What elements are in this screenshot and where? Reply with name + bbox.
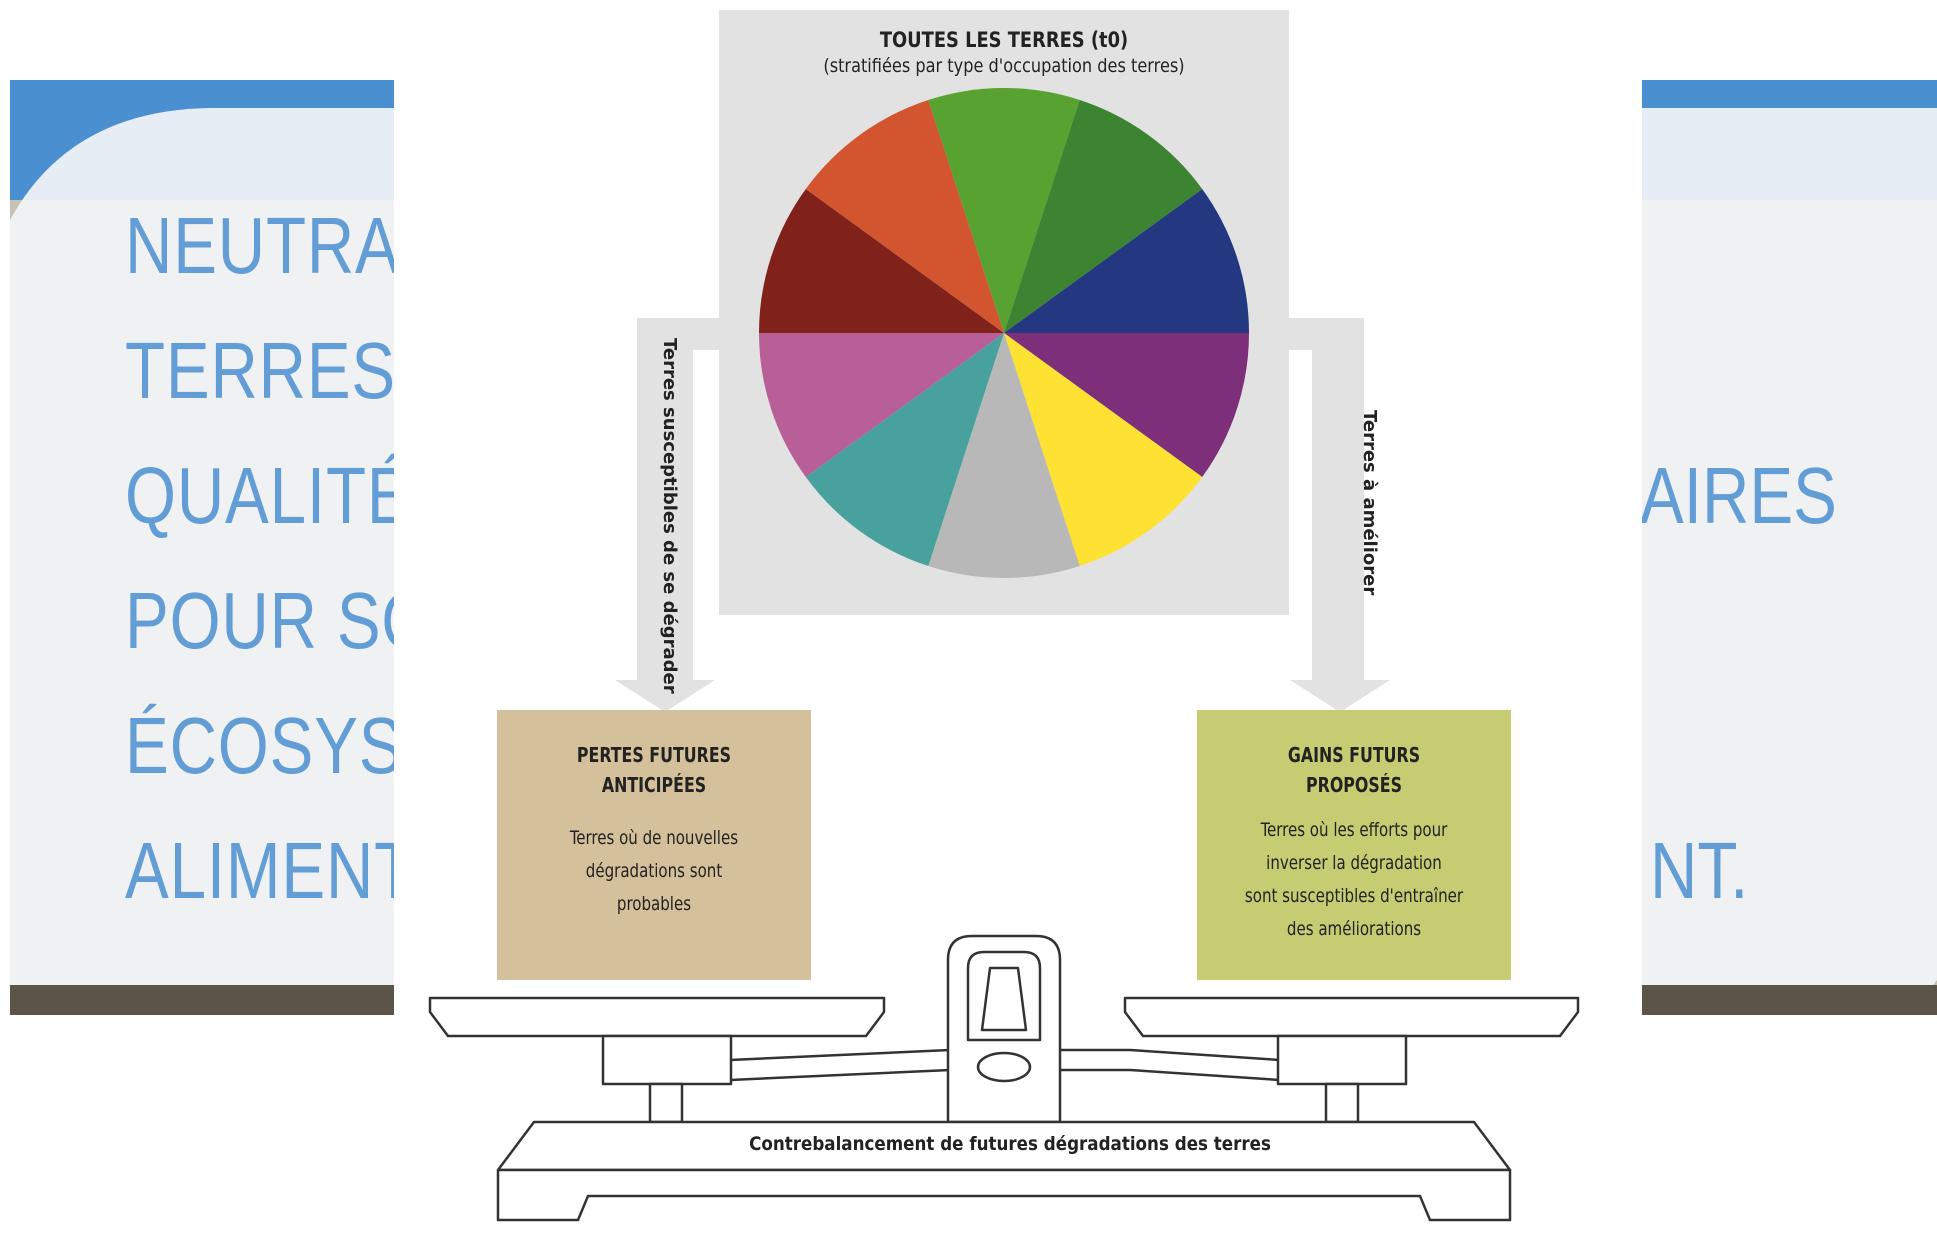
left-arrow xyxy=(615,318,719,712)
right-box-body-1: Terres où les efforts pour xyxy=(1260,819,1448,841)
bg-title-line-1: NEUTRAL xyxy=(125,201,437,290)
pie-slice-6 xyxy=(758,333,1004,478)
right-box-bg xyxy=(1197,710,1511,980)
bg-right-fragment-2: NT. xyxy=(1650,826,1749,915)
pie-slice-10 xyxy=(1004,99,1203,333)
pie-slice-7 xyxy=(758,188,1004,333)
bg-right-fragment-1: AIRES xyxy=(1640,451,1837,540)
pie-slice-2 xyxy=(1004,333,1249,478)
pie-slice-5 xyxy=(805,333,1004,567)
bg-title-line-6: ALIMENT xyxy=(125,826,416,915)
balance-label: Contrebalancement de futures dégradation… xyxy=(749,1133,1271,1155)
left-box-title-1: PERTES FUTURES xyxy=(576,743,732,767)
right-arrow xyxy=(1289,318,1390,712)
right-box: GAINS FUTURS PROPOSÉS Terres où les effo… xyxy=(1197,740,1511,946)
top-box-subtitle: (stratifiées par type d'occupation des t… xyxy=(823,55,1185,77)
left-box-title-2: ANTICIPÉES xyxy=(601,773,707,797)
right-box-title-1: GAINS FUTURS xyxy=(1287,743,1421,767)
left-arrow-label: Terres susceptibles de se dégrader xyxy=(659,338,680,694)
right-box-title-2: PROPOSÉS xyxy=(1306,773,1402,797)
bg-title-line-4: POUR SO xyxy=(125,576,434,665)
pie-slice-8 xyxy=(805,99,1004,333)
land-cover-pie xyxy=(758,88,1249,578)
bg-title-line-3: QUALITÉ xyxy=(125,451,412,540)
bg-title-line-5: ÉCOSYST xyxy=(125,701,445,790)
left-box-bg xyxy=(497,710,811,980)
pie-slice-3 xyxy=(1004,333,1203,567)
right-box-body-4: des améliorations xyxy=(1286,918,1422,940)
bg-title-line-2: TERRES : xyxy=(125,326,435,415)
pie-slice-9 xyxy=(928,88,1080,333)
right-box-body-3: sont susceptibles d'entraîner xyxy=(1244,885,1464,907)
pie-slice-1 xyxy=(1004,188,1249,333)
pie-slice-4 xyxy=(928,333,1080,578)
right-arrow-label: Terres à améliorer xyxy=(1359,410,1380,596)
right-box-body-2: inverser la dégradation xyxy=(1266,852,1442,874)
top-box-heading: TOUTES LES TERRES (t0) xyxy=(879,28,1129,52)
balance-scale xyxy=(428,934,1580,1222)
left-box-body-1: Terres où de nouvelles xyxy=(569,827,739,849)
left-box-body-2: dégradations sont xyxy=(585,860,723,882)
left-box-body-3: probables xyxy=(616,893,692,915)
top-box-title: TOUTES LES TERRES (t0) (stratifiées par … xyxy=(719,26,1289,78)
left-box: PERTES FUTURES ANTICIPÉES Terres où de n… xyxy=(497,740,811,921)
